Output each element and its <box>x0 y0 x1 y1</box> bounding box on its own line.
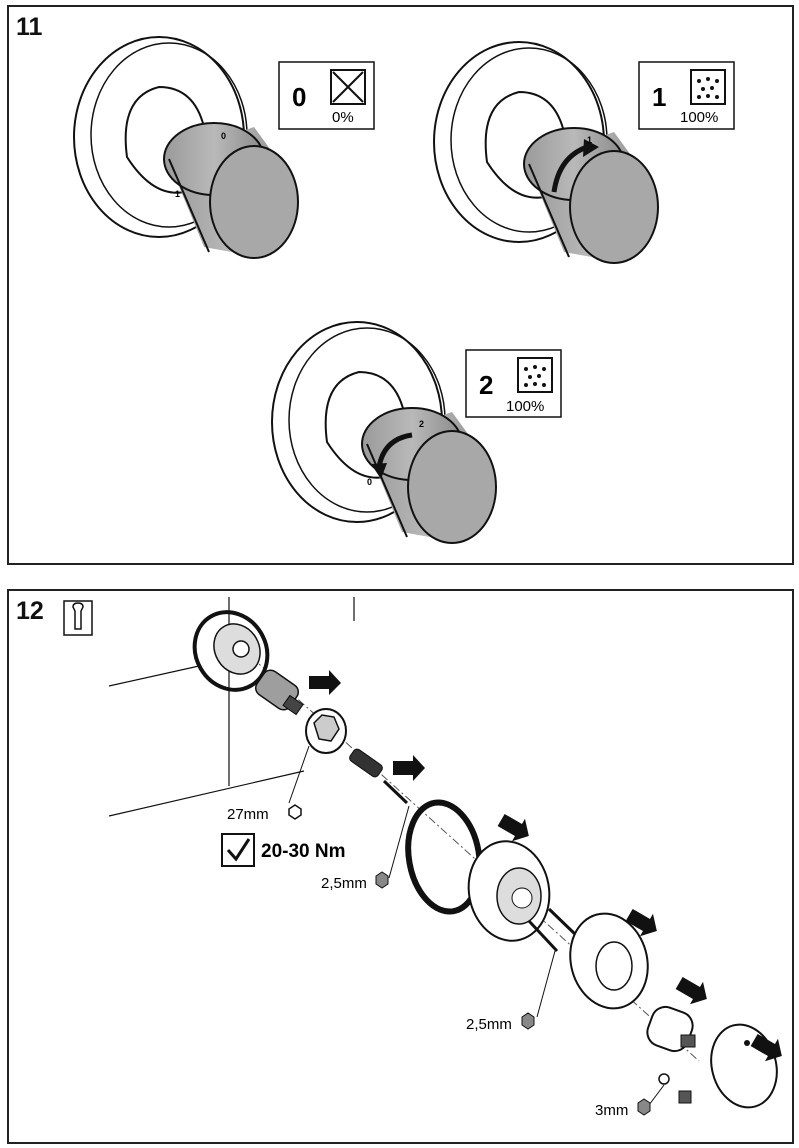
hex-key-icon <box>375 871 389 889</box>
knob-mark: 1 <box>175 189 180 199</box>
position-percent: 100% <box>506 398 544 415</box>
wrench-icon <box>63 600 93 636</box>
direction-arrows <box>309 670 782 1062</box>
base-plate <box>467 840 551 942</box>
knob-mark: 2 <box>419 419 424 429</box>
wrench-size-label: 27mm <box>227 806 269 823</box>
position-percent: 0% <box>332 109 354 126</box>
final-knob <box>710 1023 778 1109</box>
screws <box>527 907 579 953</box>
hex-nut <box>305 708 347 754</box>
hex-key-icon <box>521 1012 535 1030</box>
step-number: 12 <box>16 597 44 625</box>
sleeve <box>646 1005 696 1104</box>
position-number: 0 <box>292 82 306 112</box>
cartridge <box>254 669 304 716</box>
knob-mark: 1 <box>587 135 592 145</box>
wall-seal <box>192 610 270 692</box>
step-12-panel: 12 <box>7 589 794 1144</box>
spindle-extension <box>349 748 409 805</box>
hex-key-label: 2,5mm <box>321 875 367 892</box>
leader-lines <box>288 745 665 1106</box>
shower-flow-icon <box>517 357 553 393</box>
position-number: 2 <box>479 370 493 400</box>
step-11-illustration: 0 1 0 0% 1 1 <box>73 36 735 544</box>
hex-key-label: 3mm <box>595 1102 628 1119</box>
cover-rosette <box>569 912 649 1010</box>
position-percent: 100% <box>680 109 718 126</box>
knob-position-0: 0 1 <box>73 36 299 259</box>
torque-label: 20-30 Nm <box>261 841 346 862</box>
hex-key-label: 2,5mm <box>466 1016 512 1033</box>
step-number: 11 <box>16 13 43 41</box>
step-11-panel: 11 0 1 0 0% <box>7 5 794 565</box>
step-12-illustration: 27mm 20-30 Nm 2,5mm 2,5mm 3mm <box>63 597 782 1119</box>
knob-mark: 0 <box>367 477 372 487</box>
o-ring <box>405 799 483 915</box>
shower-flow-icon <box>690 69 726 105</box>
position-number: 1 <box>652 82 666 112</box>
position-2-box: 2 100% <box>465 349 562 418</box>
position-1-box: 1 100% <box>638 61 735 130</box>
knob-position-2: 2 0 <box>271 321 497 544</box>
hex-outline-icon <box>288 804 302 820</box>
knob-mark: 0 <box>221 131 226 141</box>
check-icon <box>221 833 255 867</box>
knob-position-1: 1 <box>433 41 659 264</box>
hex-key-icon <box>637 1098 651 1116</box>
position-0-box: 0 0% <box>278 61 375 130</box>
